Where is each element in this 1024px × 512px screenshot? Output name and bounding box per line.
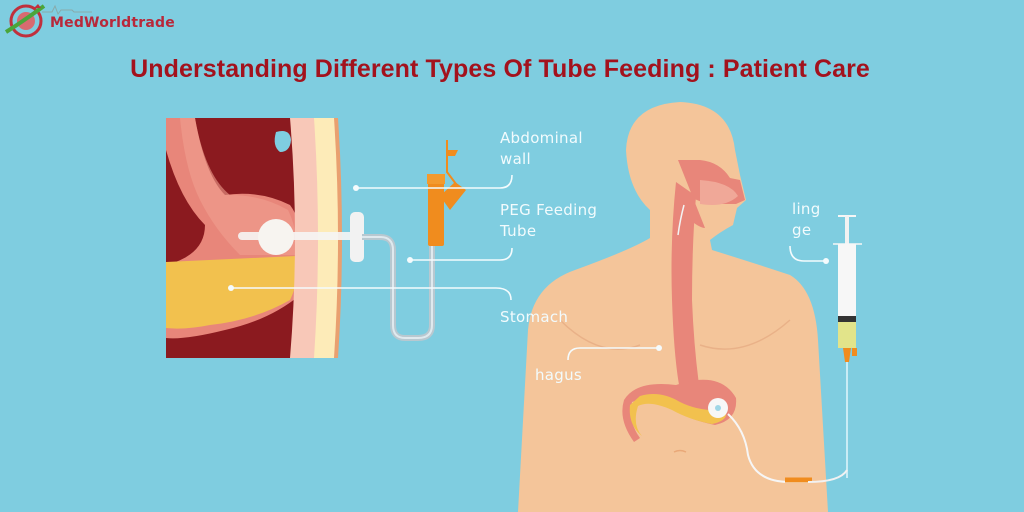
label-abdominal-wall-line2: wall bbox=[500, 150, 531, 168]
label-peg-feeding-tube: PEG Feeding Tube bbox=[500, 200, 597, 242]
globe-logo-icon bbox=[4, 4, 46, 38]
label-syringe-line2: ge bbox=[792, 221, 812, 239]
label-peg-tube-line2: Tube bbox=[500, 222, 537, 240]
feeding-syringe bbox=[807, 215, 862, 483]
label-syringe-line1: ling bbox=[792, 200, 821, 218]
peg-cross-section bbox=[166, 118, 466, 358]
heartbeat-icon bbox=[42, 4, 92, 16]
label-feeding-syringe: ling ge bbox=[792, 199, 821, 241]
page-title: Understanding Different Types Of Tube Fe… bbox=[130, 55, 870, 83]
human-body bbox=[518, 102, 828, 512]
brand-logo[interactable]: MedWorldtrade bbox=[4, 2, 175, 42]
leader-lines-left bbox=[231, 174, 513, 301]
label-esophagus: hagus bbox=[535, 366, 583, 384]
brand-name: MedWorldtrade bbox=[50, 15, 175, 31]
leader-lines-right bbox=[567, 245, 826, 361]
label-stomach: Stomach bbox=[500, 308, 569, 326]
label-peg-tube-line1: PEG Feeding bbox=[500, 201, 598, 219]
label-abdominal-wall-line1: Abdominal bbox=[500, 129, 583, 147]
label-abdominal-wall: Abdominal wall bbox=[500, 128, 583, 170]
